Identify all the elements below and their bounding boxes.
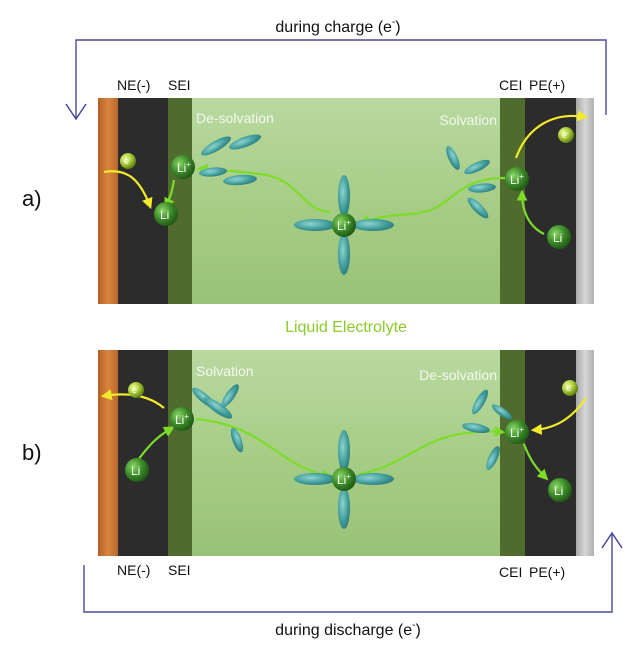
svg-text:Li+: Li+ [337,218,351,233]
charge-solvation-label: Solvation [439,112,497,128]
discharge-ion-path-pe [522,443,549,481]
electrolyte-label: Liquid Electrolyte [285,319,407,336]
discharge-electron-path-pe [530,397,587,435]
discharge-cei-layer [500,350,525,556]
charge-electron-ne: e- [120,153,136,169]
svg-text:Li+: Li+ [510,172,524,187]
charge-circuit-line [75,39,607,118]
charge-li-plus-sei: Li+ [171,155,195,179]
charge-cei-layer [500,98,525,304]
discharge-ne-label: NE(-) [117,562,150,578]
svg-text:e-: e- [562,130,569,140]
svg-text:Li+: Li+ [177,160,191,175]
charge-aluminum-collector [576,98,594,304]
discharge-title-end: ) [415,622,420,639]
charge-ion-path-right [358,176,506,225]
svg-text:Li+: Li+ [337,472,351,487]
charge-li-ne: Li [154,202,178,226]
charge-circuit-arrowhead [65,103,87,121]
discharge-circuit-arrowhead [601,531,623,549]
svg-text:Li: Li [553,231,562,245]
discharge-sei-label: SEI [168,562,191,578]
discharge-li-plus-center: Li+ [332,467,356,491]
discharge-cei-label: CEI [499,564,522,580]
discharge-copper-collector [98,350,118,556]
discharge-electron-ne: e- [128,382,144,398]
charge-solvated-ion [294,175,394,275]
charge-li-pe: Li [547,225,571,249]
charge-electron-path-ne [103,170,153,210]
svg-text:Li: Li [131,464,140,478]
svg-text:Li+: Li+ [175,412,189,427]
discharge-li-plus-cei: Li+ [505,420,529,444]
discharge-sei-layer [168,350,192,556]
discharge-title-sup: - [412,620,415,631]
charge-sei-label: SEI [168,77,191,93]
charge-electron-pe: e- [558,127,574,143]
charge-pe-label: PE(+) [529,77,565,93]
svg-text:e-: e- [132,385,139,395]
charge-ion-path-pe [516,189,545,235]
discharge-title: during discharge (e-) [275,620,421,639]
charge-solvent-right [446,146,496,219]
charge-electron-path-pe [514,110,589,159]
charge-title: during charge (e-) [275,17,400,36]
discharge-circuit-line [83,534,613,613]
charge-li-plus-center: Li+ [332,213,356,237]
discharge-electron-pe: e- [562,380,578,396]
discharge-desolvation-label: De-solvation [419,367,497,383]
charge-cei-label: CEI [499,77,522,93]
charge-title-main: during charge (e [275,19,392,36]
svg-text:e-: e- [124,156,131,166]
charge-negative-electrode [118,98,168,304]
charge-title-end: ) [395,19,400,36]
discharge-title-main: during discharge (e [275,622,412,639]
discharge-solvated-ion [294,430,394,529]
charge-solvent-left [199,134,262,186]
discharge-solvent-right [462,389,513,470]
discharge-panel: b) NE(-) SEI CEI PE(+) Solvation De-solv… [22,350,623,639]
charge-ne-label: NE(-) [117,77,150,93]
svg-text:Li+: Li+ [510,425,524,440]
discharge-solvation-label: Solvation [196,363,254,379]
svg-text:Li: Li [554,484,563,498]
discharge-ion-path-right [357,425,506,476]
charge-copper-collector [98,98,118,304]
charge-row-label: a) [22,186,42,211]
svg-text:e-: e- [566,383,573,393]
discharge-row-label: b) [22,440,42,465]
charge-panel: during charge (e-) a) NE(-) SEI CEI PE(+… [22,17,607,304]
discharge-pe-label: PE(+) [529,564,565,580]
discharge-solvent-left [192,384,244,453]
charge-title-sup: - [392,17,395,28]
svg-text:Li: Li [160,208,169,222]
charge-desolvation-label: De-solvation [196,110,274,126]
charge-li-plus-cei: Li+ [505,167,529,191]
discharge-li-ne: Li [125,458,149,482]
discharge-li-pe: Li [548,478,572,502]
discharge-aluminum-collector [576,350,594,556]
discharge-li-plus-sei: Li+ [170,407,194,431]
discharge-ion-path-ne [137,426,175,461]
charge-sei-layer [168,98,192,304]
